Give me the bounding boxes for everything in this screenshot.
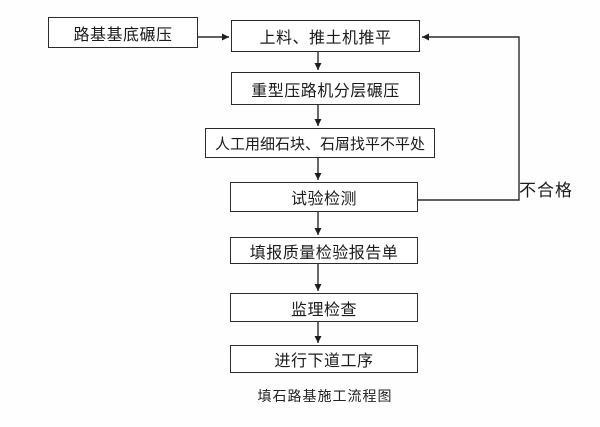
flow-node-label: 监理检查 xyxy=(290,299,357,319)
feedback-label-unqualified: 不合格 xyxy=(519,181,573,201)
flow-node-label: 上料、推土机推平 xyxy=(259,28,392,47)
flow-node-label: 进行下道工序 xyxy=(274,351,374,370)
diagram-caption: 填石路基施工流程图 xyxy=(257,389,393,405)
flow-node-supervision-check: 监理检查 xyxy=(230,293,418,322)
flow-node-label: 路基基底碾压 xyxy=(73,24,173,44)
flow-node-next-process: 进行下道工序 xyxy=(230,345,418,373)
flow-node-manual-leveling: 人工用细石块、石屑找平不平处 xyxy=(205,128,435,158)
flow-node-label: 人工用细石块、石屑找平不平处 xyxy=(214,134,425,153)
flow-node-label: 试验检测 xyxy=(290,189,357,208)
edge-feedback-test-to-feed xyxy=(418,33,520,201)
flow-node-label: 填报质量检验报告单 xyxy=(249,242,399,262)
flow-node-roadbed-base-compaction: 路基基底碾压 xyxy=(48,17,198,48)
flow-node-label: 重型压路机分层碾压 xyxy=(251,80,400,100)
flow-node-feeding-bulldozer-leveling: 上料、推土机推平 xyxy=(231,20,420,52)
flow-node-heavy-roller-layered-compaction: 重型压路机分层碾压 xyxy=(231,72,420,105)
flow-node-quality-inspection-report: 填报质量检验报告单 xyxy=(230,237,418,264)
flow-node-test-inspection: 试验检测 xyxy=(230,182,418,212)
